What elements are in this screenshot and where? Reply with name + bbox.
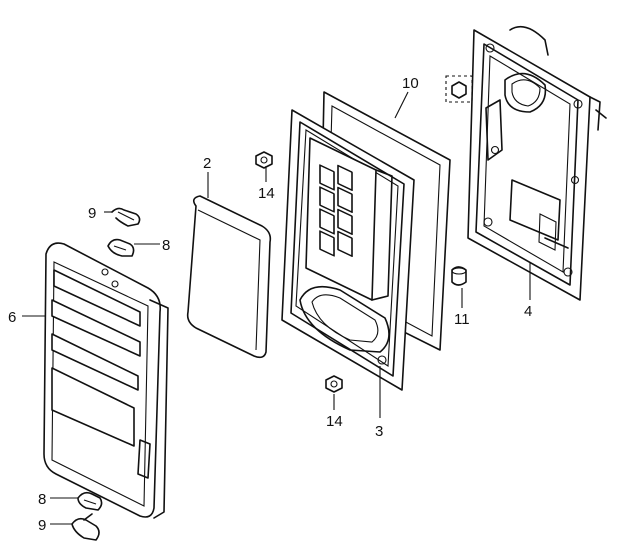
callout-10: 10 <box>402 75 419 92</box>
part-2-filter-element <box>186 195 272 359</box>
clip-8-bottom <box>77 491 103 511</box>
callout-9-top: 9 <box>88 205 96 222</box>
nut-icon <box>451 81 467 99</box>
clip-8-top <box>107 238 135 257</box>
callout-8-top: 8 <box>162 237 170 254</box>
part-3-cleaner-case <box>281 109 415 391</box>
callout-3: 3 <box>375 423 383 440</box>
callout-9-bottom: 9 <box>38 517 46 534</box>
callout-11: 11 <box>454 311 470 328</box>
callout-4: 4 <box>524 303 532 320</box>
callout-14-bottom: 14 <box>326 413 343 430</box>
callout-8-bottom: 8 <box>38 491 46 508</box>
leader-lines <box>22 91 531 525</box>
callout-6: 6 <box>8 309 16 326</box>
part-11-grommet <box>451 266 467 286</box>
part-6-cover <box>43 242 169 519</box>
nut-highlight-box <box>445 75 473 103</box>
clip-9-top <box>111 207 141 227</box>
nut-14-top <box>255 151 273 169</box>
callout-14-top: 14 <box>258 185 275 202</box>
clip-9-bottom <box>71 513 100 541</box>
case-grille <box>319 164 353 258</box>
nut-14-bottom <box>325 375 343 393</box>
part-4-cleaner-base <box>445 25 607 301</box>
callout-2: 2 <box>203 155 211 172</box>
